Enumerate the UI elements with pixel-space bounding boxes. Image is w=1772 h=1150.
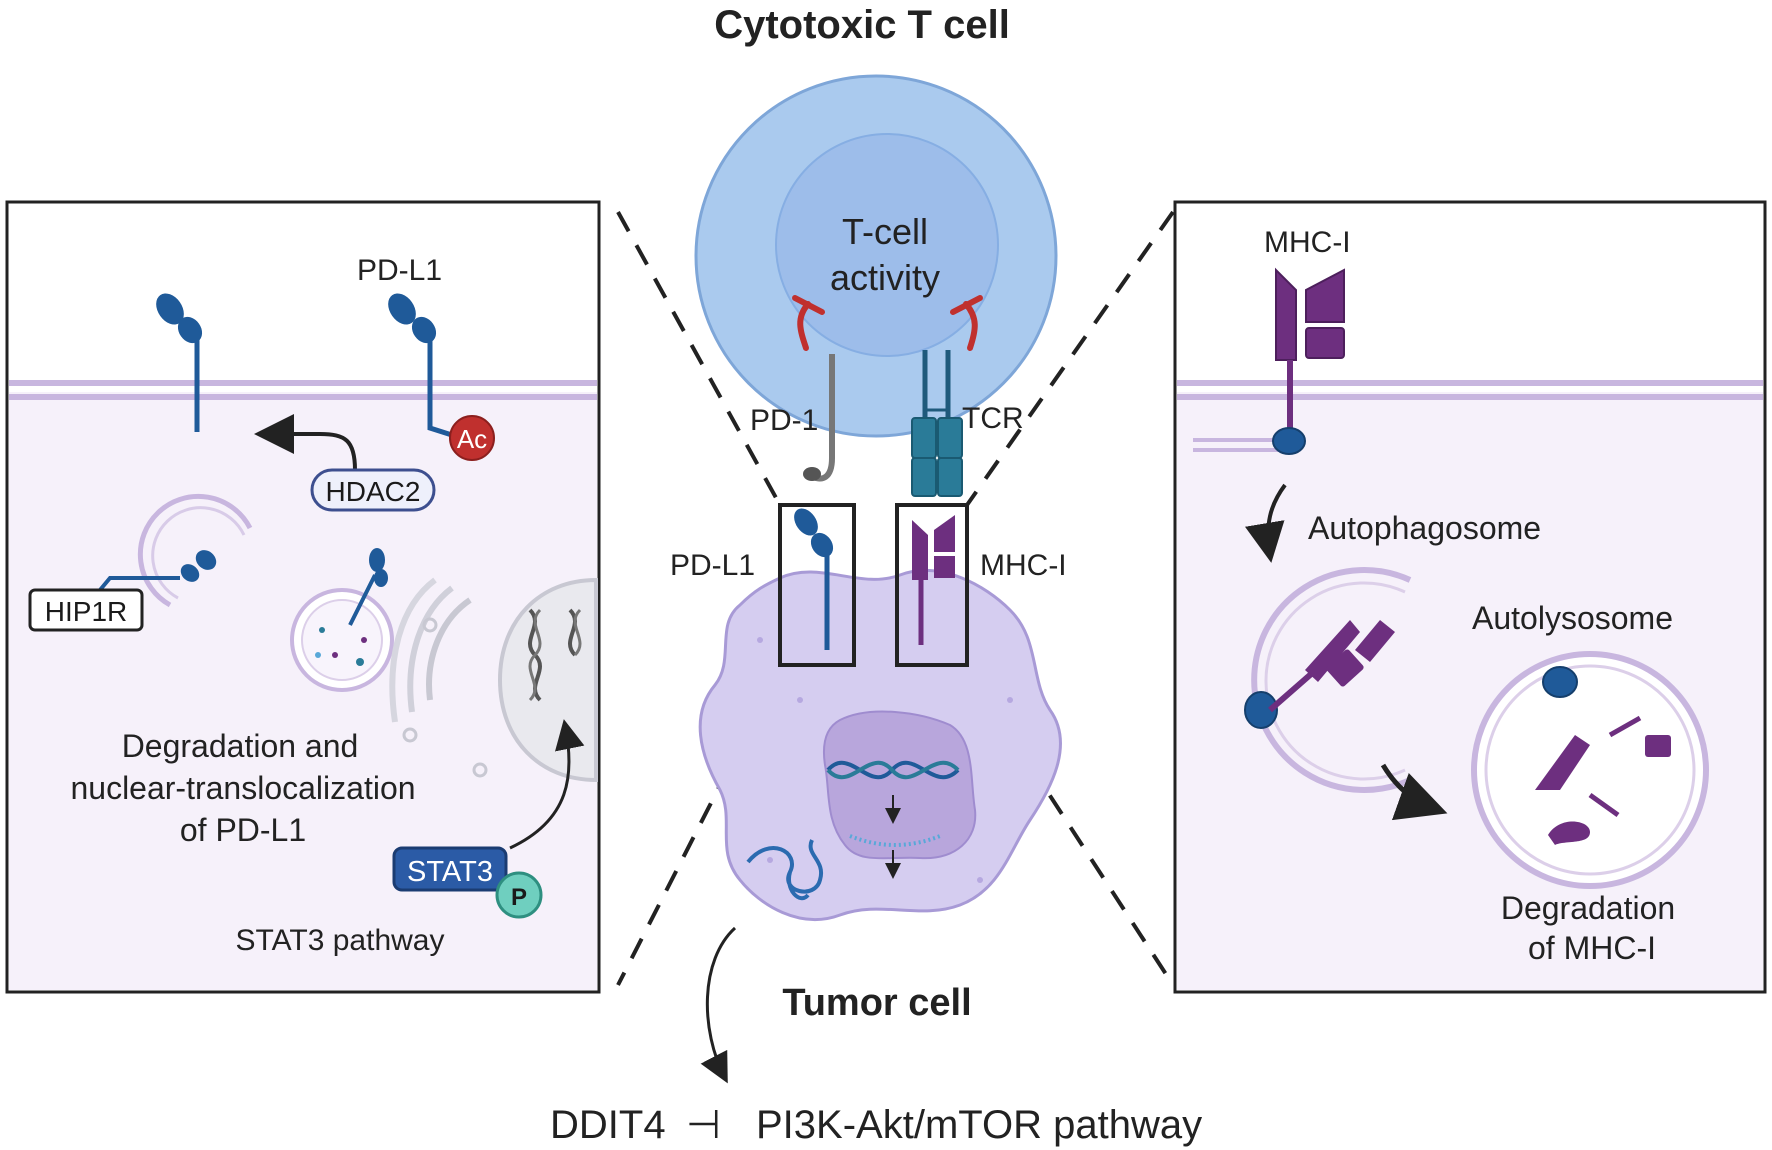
acetyl-label: Ac <box>457 424 487 454</box>
tumor-to-ddit4-arrow <box>700 926 737 1084</box>
autolysosome <box>1471 651 1709 889</box>
pathway-pi3k: PI3K-Akt/mTOR pathway <box>756 1103 1202 1147</box>
pd1-label: PD-1 <box>750 404 818 437</box>
degradation-line1: Degradation and <box>122 728 359 764</box>
degradation-line2: nuclear-translocalization <box>70 770 415 806</box>
autolysosome-label: Autolysosome <box>1472 600 1673 636</box>
tumor-cell-label: Tumor cell <box>782 982 971 1024</box>
pdl1-membrane-2 <box>388 293 456 439</box>
mhc-membrane <box>1193 267 1345 455</box>
pdl1-box-center <box>778 503 856 667</box>
inhibit-bar-left <box>792 295 825 315</box>
stat3-to-nucleus-arrow <box>509 719 585 850</box>
internalization-arrow <box>1245 483 1287 563</box>
phospho-badge <box>495 871 543 919</box>
hdac2-deacetylation-arrow <box>254 414 357 471</box>
left-panel: PD-L1 Ac HDAC2 HIP1R <box>5 200 601 994</box>
mhc-right-label: MHC-I <box>1264 226 1351 259</box>
right-panel: MHC-I Autophagosome Autolysosome Degra <box>1173 200 1767 994</box>
tumor-cell <box>698 569 1062 921</box>
mhc-degradation-line2: of MHC-I <box>1528 930 1656 966</box>
tcr-receptor <box>911 350 963 497</box>
inhibit-arrow-left <box>797 301 811 351</box>
tcell-title: Cytotoxic T cell <box>714 3 1010 47</box>
inhibit-bar-right <box>950 295 983 315</box>
pdl1-center-label: PD-L1 <box>670 549 755 582</box>
fusion-arrow <box>1380 763 1448 821</box>
hip1r-label: HIP1R <box>45 596 127 627</box>
pathway-inhibit-symbol: ⊣ <box>686 1103 721 1147</box>
tcr-label: TCR <box>962 402 1024 435</box>
mhc-center-label: MHC-I <box>980 549 1067 582</box>
stat3-label: STAT3 <box>407 856 493 888</box>
endosome-vesicle <box>98 493 253 608</box>
stat3-box <box>392 846 508 892</box>
degradation-line3: of PD-L1 <box>180 812 306 848</box>
phospho-label: P <box>511 884 527 911</box>
mhc-degradation-line1: Degradation <box>1501 890 1675 926</box>
inhibit-arrow-right <box>963 301 978 351</box>
hip1r-box <box>28 588 144 632</box>
autophagosome-label: Autophagosome <box>1308 510 1541 546</box>
tcell-activity-line1: T-cell <box>842 211 928 252</box>
cytotoxic-t-cell: T-cell activity <box>694 74 1058 438</box>
autophagosome <box>1244 567 1412 793</box>
pd1-receptor <box>803 354 835 482</box>
stat3-pathway-label: STAT3 pathway <box>236 924 445 957</box>
lysosome <box>290 548 394 692</box>
hdac2-label: HDAC2 <box>326 476 421 507</box>
tcell-activity-line2: activity <box>830 257 940 298</box>
pdl1-left-label: PD-L1 <box>357 254 442 287</box>
acetyl-badge <box>449 415 495 461</box>
pdl1-membrane-1 <box>156 293 203 432</box>
hdac2-box <box>310 468 436 512</box>
mhc-box-center <box>895 503 969 667</box>
pathway-ddit4: DDIT4 <box>550 1103 666 1147</box>
